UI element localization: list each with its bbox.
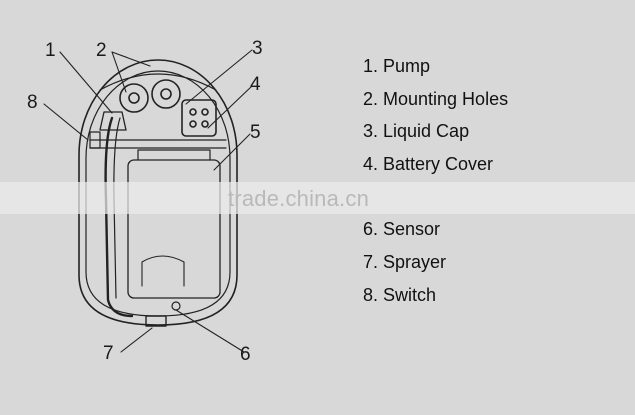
pump-gear (119, 83, 149, 113)
legend-item-mounting-holes: 2. Mounting Holes (363, 88, 509, 109)
watermark-text: trade.china.cn (228, 186, 369, 211)
legend-item-sprayer: 7. Sprayer (363, 252, 447, 273)
callout-2: 2 (96, 40, 107, 61)
top-rim (99, 73, 217, 91)
bottle-liquid (141, 255, 185, 287)
upper-frame (89, 139, 227, 149)
callout-1: 1 (45, 40, 56, 61)
callout-8: 8 (27, 92, 38, 113)
switch (89, 131, 101, 149)
mounting-disc (151, 79, 181, 109)
callout-6: 6 (240, 344, 251, 365)
sensor-window (171, 301, 181, 311)
legend-item-liquid-cap: 3. Liquid Cap (363, 121, 470, 142)
housing-outline (78, 59, 238, 326)
legend-item-switch: 8. Switch (363, 284, 437, 305)
liquid-bottle (127, 159, 221, 299)
legend-item-pump: 1. Pump (363, 56, 431, 76)
bottle-shoulder (137, 149, 211, 161)
callout-7: 7 (103, 343, 114, 364)
callout-5: 5 (250, 122, 261, 143)
callout-4: 4 (250, 74, 261, 95)
legend-item-sensor: 6. Sensor (363, 219, 441, 240)
battery-cover (181, 99, 217, 137)
housing-inner (85, 70, 231, 317)
sprayer-nozzle (145, 315, 167, 327)
callout-3: 3 (252, 38, 263, 59)
leader-lines (43, 49, 253, 353)
watermark-band (0, 182, 635, 214)
parts-legend: 1. Pump 2. Mounting Holes 3. Liquid Cap … (363, 54, 508, 316)
pump-head (99, 111, 127, 131)
legend-item-battery-cover: 4. Battery Cover (363, 154, 494, 175)
